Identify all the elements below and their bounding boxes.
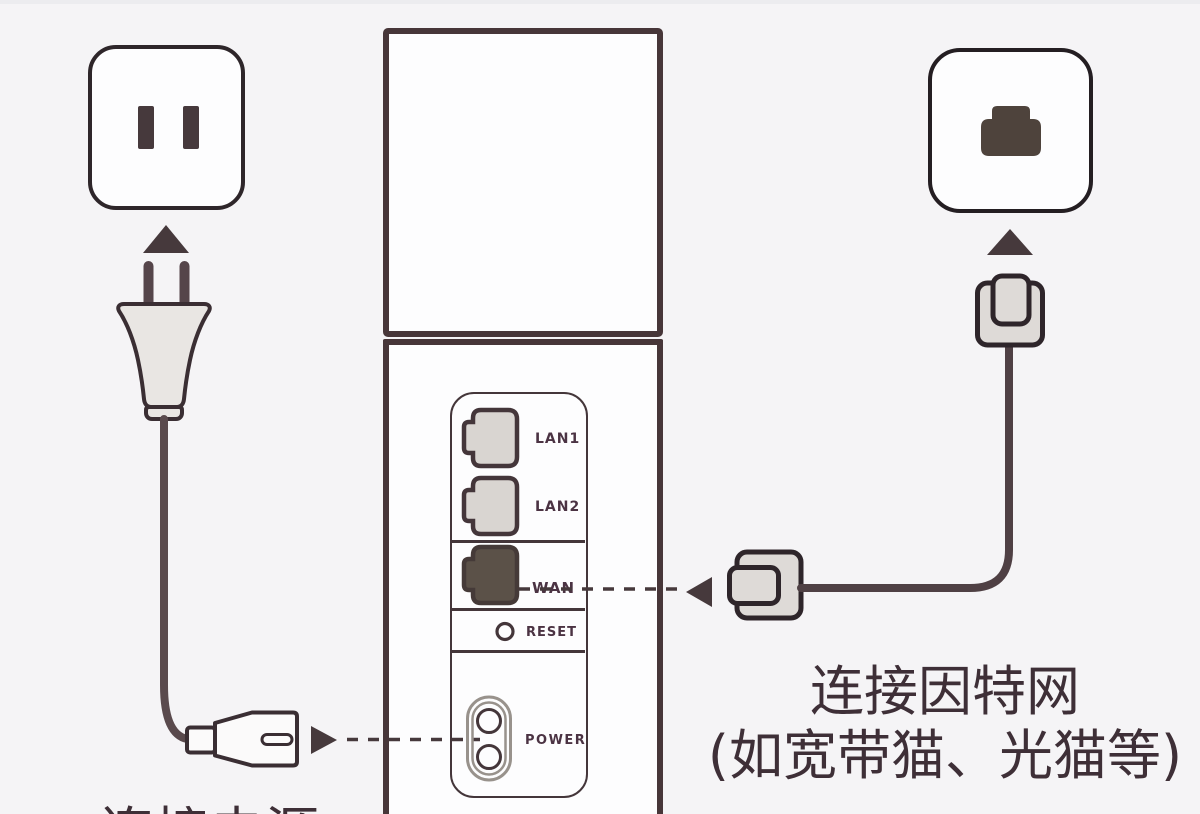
top-edge-band (0, 0, 1200, 4)
ethernet-cable (797, 342, 1013, 592)
panel-divider (452, 540, 585, 543)
power-cable (160, 415, 191, 743)
connect-internet-caption-line2: (如宽带猫、光猫等) (707, 724, 1183, 787)
panel-divider (452, 608, 585, 611)
power-plug-icon (116, 261, 212, 421)
panel-divider (452, 650, 585, 653)
rj45-connector-icon (727, 549, 804, 621)
wan-port-label: WAN (532, 579, 576, 597)
right-arrow-icon (311, 726, 337, 754)
connect-power-caption: 连接电源 (100, 788, 320, 814)
connect-internet-caption-line1: 连接因特网 (810, 660, 1080, 723)
up-arrow-icon (143, 225, 189, 253)
router-ports-panel (450, 392, 588, 798)
up-arrow-icon (987, 229, 1033, 255)
power-port-label: POWER (525, 733, 587, 748)
reset-button-label: RESET (526, 625, 578, 640)
lan2-port-label: LAN2 (535, 499, 581, 515)
rj45-connector-icon (975, 273, 1045, 348)
connect-internet-caption: 连接因特网 (如宽带猫、光猫等) (690, 660, 1200, 788)
outlet-slot-icon (183, 106, 199, 149)
left-arrow-icon (686, 577, 712, 607)
dc-connector-icon (185, 710, 299, 768)
router-lower-section (383, 339, 663, 814)
lan1-port-label: LAN1 (535, 431, 581, 447)
power-outlet (88, 45, 245, 210)
outlet-slot-icon (138, 106, 154, 149)
router-upper-section (383, 28, 663, 337)
internet-device (928, 48, 1093, 213)
